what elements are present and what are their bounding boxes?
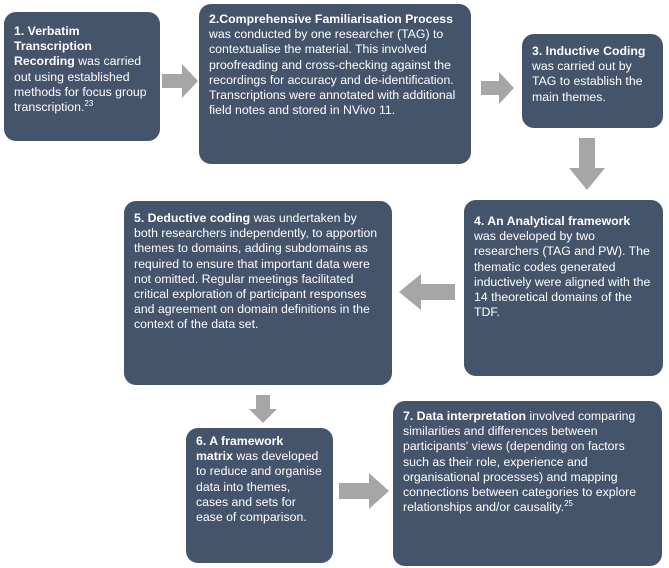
step-7-ref: 25 (564, 499, 573, 509)
arrow-6-to-7 (339, 473, 389, 509)
step-1-text: was carried out using established method… (14, 54, 147, 115)
step-5-title: 5. Deductive coding (134, 211, 251, 225)
step-7-box: 7. Data interpretation involved comparin… (393, 401, 662, 566)
step-2-box: 2.Comprehensive Familiarisation Process … (199, 4, 471, 164)
arrow-4-to-5 (399, 274, 455, 310)
arrow-3-to-4 (569, 138, 605, 190)
arrow-1-to-2 (162, 64, 198, 98)
step-3-text: was carried out by TAG to establish the … (532, 59, 643, 104)
step-4-text: was developed by two researchers (TAG an… (474, 229, 651, 320)
step-3-title: 3. Inductive Coding (532, 44, 646, 58)
step-3-box: 3. Inductive Coding was carried out by T… (522, 34, 663, 128)
step-5-text: was undertaken by both researchers indep… (134, 211, 378, 332)
step-2-title: 2.Comprehensive Familiarisation Process (209, 12, 453, 26)
step-4-title: 4. An Analytical framework (474, 214, 631, 228)
step-2-text: was conducted by one researcher (TAG) to… (209, 27, 456, 118)
step-6-title: 6. A framework matrix (196, 434, 284, 464)
step-5-box: 5. Deductive coding was undertaken by bo… (124, 201, 392, 385)
step-6-box: 6. A framework matrix was developed to r… (186, 428, 333, 563)
step-7-text: involved comparing similarities and diff… (403, 409, 637, 515)
step-1-box: 1. Verbatim Transcription Recording was … (4, 12, 160, 141)
step-1-title: 1. Verbatim Transcription Recording (14, 24, 92, 69)
step-4-box: 4. An Analytical framework was developed… (464, 200, 663, 376)
step-6-text: was developed to reduce and organise dat… (196, 449, 322, 525)
step-1-ref: 23 (84, 98, 94, 108)
arrow-5-to-6 (249, 395, 277, 423)
arrow-2-to-3 (481, 72, 514, 104)
step-7-title: 7. Data interpretation (403, 409, 526, 423)
